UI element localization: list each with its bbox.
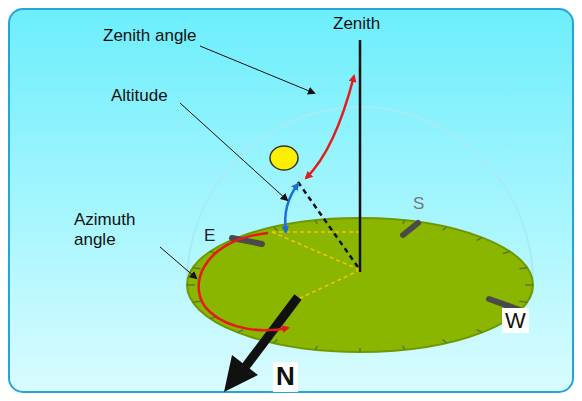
tick-mark	[403, 220, 405, 224]
tick-mark	[525, 284, 533, 286]
tick-mark	[443, 227, 447, 230]
tick-mark	[477, 238, 483, 241]
tick-mark	[315, 346, 317, 350]
tick-mark	[238, 330, 244, 333]
direction-label: E	[204, 226, 215, 246]
angle-label: Zenith angle	[103, 26, 197, 46]
zenith-label: Zenith	[333, 14, 380, 34]
tick-mark	[519, 268, 527, 269]
direction-label: N	[273, 362, 298, 392]
angle-label: Altitude	[111, 86, 168, 106]
tick-mark	[519, 301, 527, 302]
angle-label: Azimuth angle	[74, 210, 164, 249]
tick-mark	[193, 301, 201, 302]
tick-mark	[193, 268, 201, 269]
direction-label: W	[502, 308, 529, 333]
tick-mark	[274, 227, 278, 230]
tick-mark	[359, 348, 361, 352]
direction-label: S	[413, 194, 424, 214]
tick-mark	[315, 220, 317, 224]
tick-mark	[403, 346, 405, 350]
tick-mark	[187, 284, 195, 286]
tick-mark	[274, 340, 278, 343]
tick-mark	[477, 330, 483, 333]
tick-mark	[503, 252, 510, 254]
tick-mark	[443, 340, 447, 343]
